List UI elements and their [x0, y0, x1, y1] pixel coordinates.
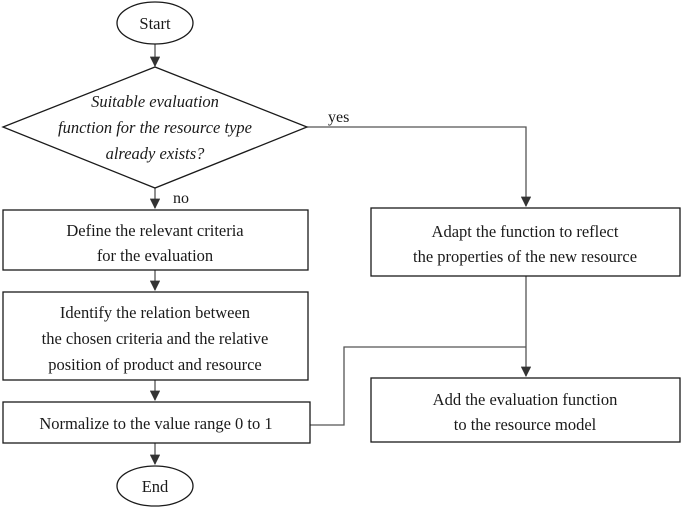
end-label: End	[142, 477, 169, 496]
edge-normalize-to-add	[310, 346, 526, 426]
start-label: Start	[139, 14, 171, 33]
edge-label-no: no	[173, 190, 189, 207]
add-line-1: Add the evaluation function	[433, 390, 618, 409]
edge-decision-yes	[307, 126, 532, 208]
normalize-line-1: Normalize to the value range 0 to 1	[39, 414, 272, 433]
identify-line-3: position of product and resource	[48, 355, 262, 374]
step-define-criteria: Define the relevant criteria for the eva…	[2, 209, 309, 271]
identify-line-2: the chosen criteria and the relative	[42, 329, 269, 348]
define-line-2: for the evaluation	[97, 246, 213, 265]
identify-line-1: Identify the relation between	[60, 303, 250, 322]
step-add-function: Add the evaluation function to the resou…	[370, 377, 681, 443]
step-adapt-function: Adapt the function to reflect the proper…	[370, 207, 681, 277]
connectors	[149, 44, 532, 466]
step-identify-relation: Identify the relation between the chosen…	[2, 291, 309, 381]
edge-label-yes: yes	[328, 109, 349, 126]
define-line-1: Define the relevant criteria	[66, 221, 244, 240]
adapt-line-1: Adapt the function to reflect	[432, 222, 619, 241]
decision-line-3: already exists?	[106, 144, 206, 163]
add-line-2: to the resource model	[454, 415, 597, 434]
decision-diamond: Suitable evaluation function for the res…	[1, 66, 309, 189]
adapt-line-2: the properties of the new resource	[413, 247, 637, 266]
decision-line-2: function for the resource type	[58, 118, 252, 137]
end-terminal: End	[116, 465, 194, 507]
start-terminal: Start	[116, 1, 194, 45]
step-normalize: Normalize to the value range 0 to 1	[2, 401, 311, 444]
decision-line-1: Suitable evaluation	[91, 92, 219, 111]
